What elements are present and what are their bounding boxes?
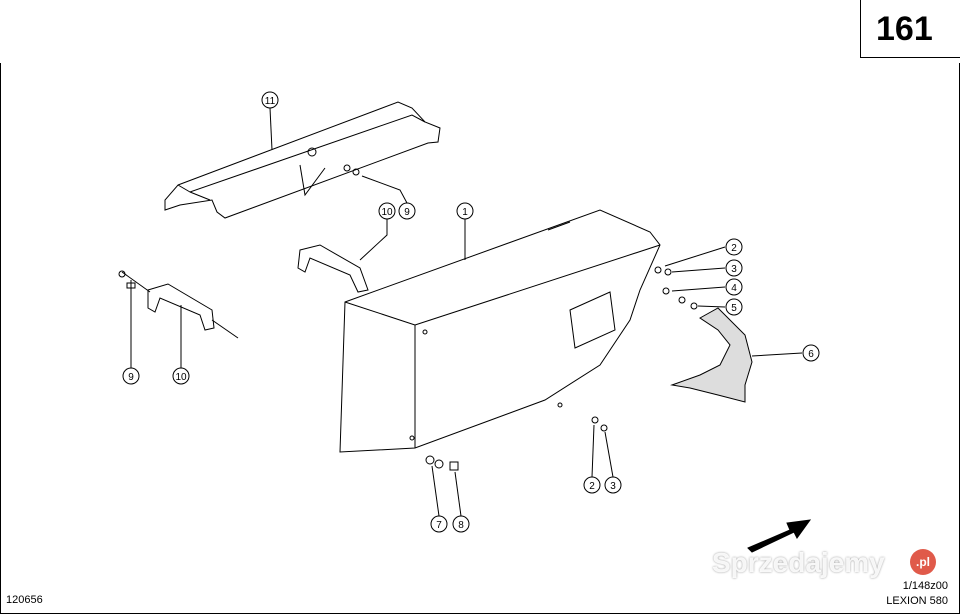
callout-2: 2 — [725, 238, 743, 256]
callout-2: 2 — [583, 476, 601, 494]
svg-text:5: 5 — [731, 303, 737, 314]
svg-text:4: 4 — [731, 283, 737, 294]
reference-code: 1/148z00 — [902, 580, 948, 592]
svg-text:3: 3 — [731, 264, 737, 275]
leader-lines — [130, 107, 803, 517]
watermark-text: Sprzedajemy — [712, 547, 885, 578]
watermark-badge: .pl — [910, 549, 936, 575]
part-1-main-guard — [339, 209, 661, 453]
direction-arrow — [747, 519, 812, 553]
svg-text:1: 1 — [462, 207, 468, 218]
callout-7: 7 — [430, 515, 448, 533]
svg-text:2: 2 — [589, 481, 595, 492]
part-10-upper-bracket — [297, 244, 369, 293]
svg-text:10: 10 — [175, 372, 187, 383]
svg-text:2: 2 — [731, 243, 737, 254]
callout-3: 3 — [725, 259, 743, 277]
callout-3: 3 — [604, 476, 622, 494]
page-number: 161 — [876, 10, 933, 48]
callout-9: 9 — [122, 367, 140, 385]
callout-6: 6 — [802, 344, 820, 362]
callout-1: 1 — [456, 202, 474, 220]
model-name: LEXION 580 — [886, 595, 948, 607]
title-box-divider — [860, 0, 861, 58]
callout-4: 4 — [725, 278, 743, 296]
part-11-top-bracket — [164, 101, 441, 219]
callout-10: 10 — [172, 367, 190, 385]
part-6-curved-plate — [670, 307, 753, 403]
hardware-fasteners — [343, 164, 698, 471]
title-box-underline — [860, 57, 960, 58]
callout-8: 8 — [452, 515, 470, 533]
svg-text:9: 9 — [128, 372, 134, 383]
svg-text:7: 7 — [436, 520, 442, 531]
svg-text:10: 10 — [381, 207, 393, 218]
part-10-left-bracket — [118, 270, 239, 339]
svg-text:8: 8 — [458, 520, 464, 531]
drawing-number: 120656 — [6, 594, 43, 606]
callout-5: 5 — [725, 298, 743, 316]
callout-11: 11 — [261, 91, 279, 109]
svg-text:3: 3 — [610, 481, 616, 492]
callout-10: 10 — [378, 202, 396, 220]
svg-text:9: 9 — [404, 207, 410, 218]
callout-9: 9 — [398, 202, 416, 220]
svg-text:6: 6 — [808, 349, 814, 360]
svg-text:11: 11 — [265, 96, 276, 107]
